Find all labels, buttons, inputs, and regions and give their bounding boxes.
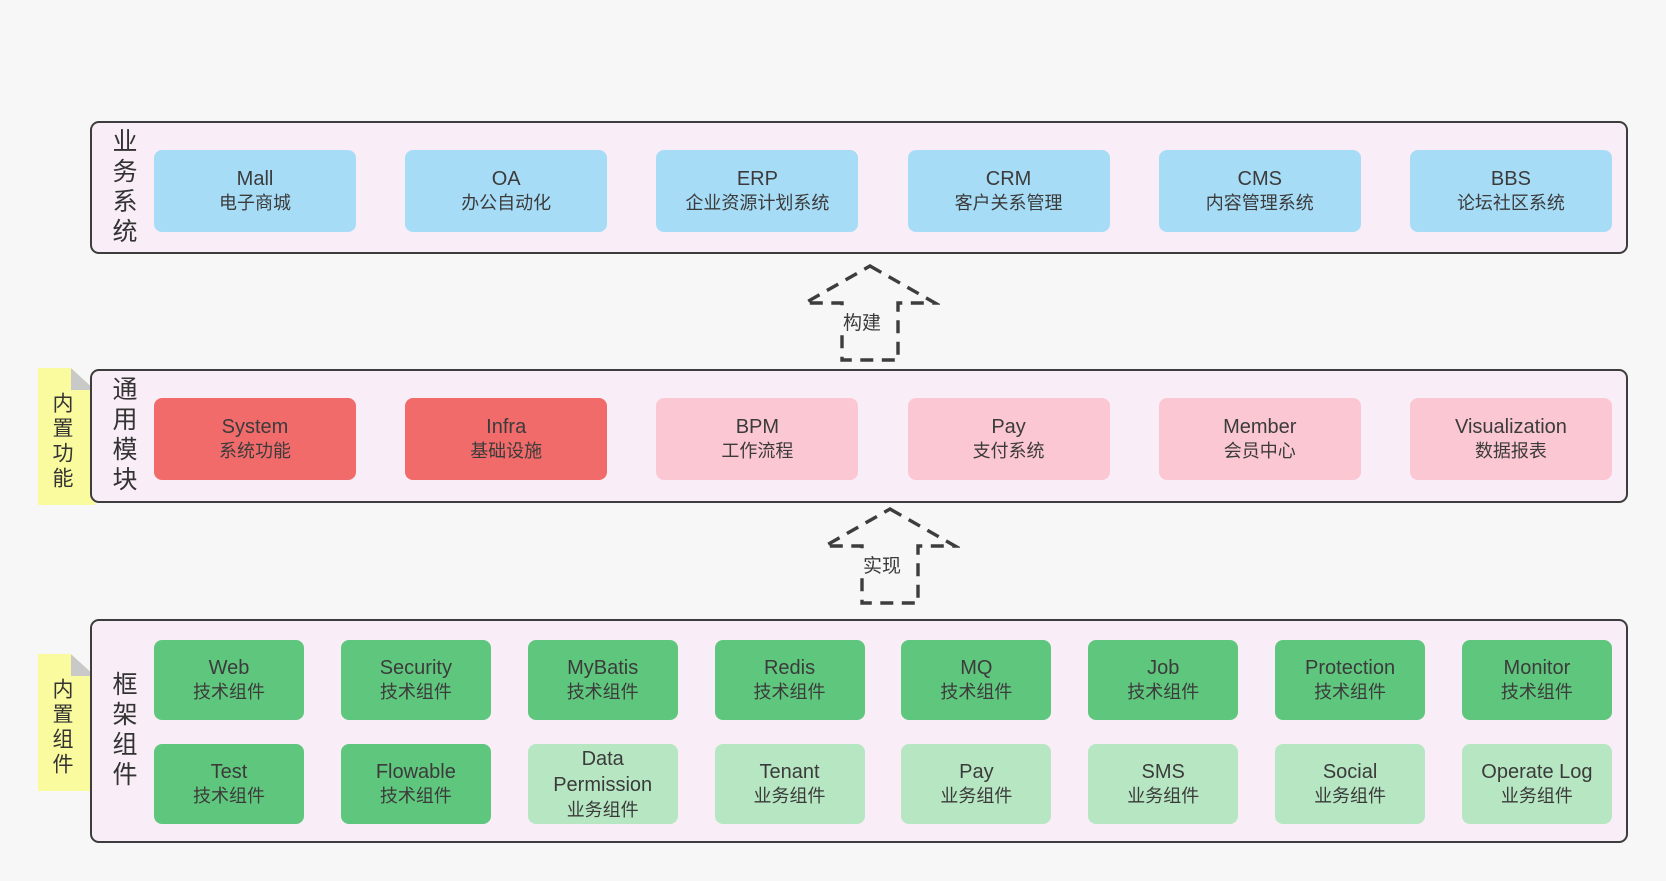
- box-test: Test 技术组件: [154, 744, 304, 824]
- band-framework-components: 框架组件 Web 技术组件 Security 技术组件 MyBatis 技术组件…: [90, 619, 1628, 843]
- box-social: Social 业务组件: [1275, 744, 1426, 824]
- box-tenant: Tenant 业务组件: [714, 744, 865, 824]
- box-cms: CMS 内容管理系统: [1158, 150, 1361, 232]
- components-box-row-2: Test 技术组件 Flowable 技术组件 Data Permission …: [154, 744, 1612, 824]
- box-mq: MQ 技术组件: [901, 640, 1052, 720]
- band-business-systems: 业务系统 Mall 电子商城 OA 办公自动化 ERP 企业资源计划系统 CRM…: [90, 121, 1628, 254]
- box-flowable: Flowable 技术组件: [340, 744, 491, 824]
- box-crm: CRM 客户关系管理: [907, 150, 1110, 232]
- box-system: System 系统功能: [154, 398, 356, 480]
- up-arrow-icon: [800, 264, 940, 362]
- box-pay-component: Pay 业务组件: [901, 744, 1052, 824]
- band-label-business: 业务系统: [109, 127, 137, 248]
- box-mybatis: MyBatis 技术组件: [527, 640, 678, 720]
- build-arrow: 构建: [800, 263, 940, 363]
- box-monitor: Monitor 技术组件: [1461, 640, 1612, 720]
- box-protection: Protection 技术组件: [1275, 640, 1426, 720]
- modules-box-row: System 系统功能 Infra 基础设施 BPM 工作流程 Pay 支付系统…: [154, 398, 1612, 480]
- box-infra: Infra 基础设施: [405, 398, 608, 480]
- box-visualization: Visualization 数据报表: [1409, 398, 1612, 480]
- box-mall: Mall 电子商城: [154, 150, 356, 232]
- box-sms: SMS 业务组件: [1088, 744, 1239, 824]
- up-arrow-icon: [820, 507, 960, 605]
- box-erp: ERP 企业资源计划系统: [656, 150, 859, 232]
- build-arrow-label: 构建: [839, 308, 885, 335]
- implement-arrow-label: 实现: [859, 551, 905, 578]
- box-oa: OA 办公自动化: [405, 150, 608, 232]
- sticky-note-builtin-components: 内置组件: [38, 654, 95, 791]
- box-member: Member 会员中心: [1158, 398, 1361, 480]
- business-box-row: Mall 电子商城 OA 办公自动化 ERP 企业资源计划系统 CRM 客户关系…: [154, 150, 1612, 232]
- box-pay-module: Pay 支付系统: [907, 398, 1110, 480]
- band-common-modules: 通用模块 System 系统功能 Infra 基础设施 BPM 工作流程 Pay…: [90, 369, 1628, 503]
- box-data-permission: Data Permission 业务组件: [527, 744, 678, 824]
- sticky-note-builtin-features: 内置功能: [38, 368, 95, 505]
- implement-arrow: 实现: [820, 506, 960, 606]
- band-label-modules: 通用模块: [109, 376, 137, 496]
- box-job: Job 技术组件: [1088, 640, 1239, 720]
- box-web: Web 技术组件: [154, 640, 304, 720]
- box-operate-log: Operate Log 业务组件: [1461, 744, 1612, 824]
- box-redis: Redis 技术组件: [714, 640, 865, 720]
- box-security: Security 技术组件: [340, 640, 491, 720]
- box-bbs: BBS 论坛社区系统: [1409, 150, 1612, 232]
- box-bpm: BPM 工作流程: [656, 398, 859, 480]
- components-box-row-1: Web 技术组件 Security 技术组件 MyBatis 技术组件 Redi…: [154, 640, 1612, 720]
- sticky-note-label: 内置组件: [50, 678, 73, 778]
- band-label-components: 框架组件: [109, 671, 137, 791]
- sticky-note-label: 内置功能: [50, 392, 73, 492]
